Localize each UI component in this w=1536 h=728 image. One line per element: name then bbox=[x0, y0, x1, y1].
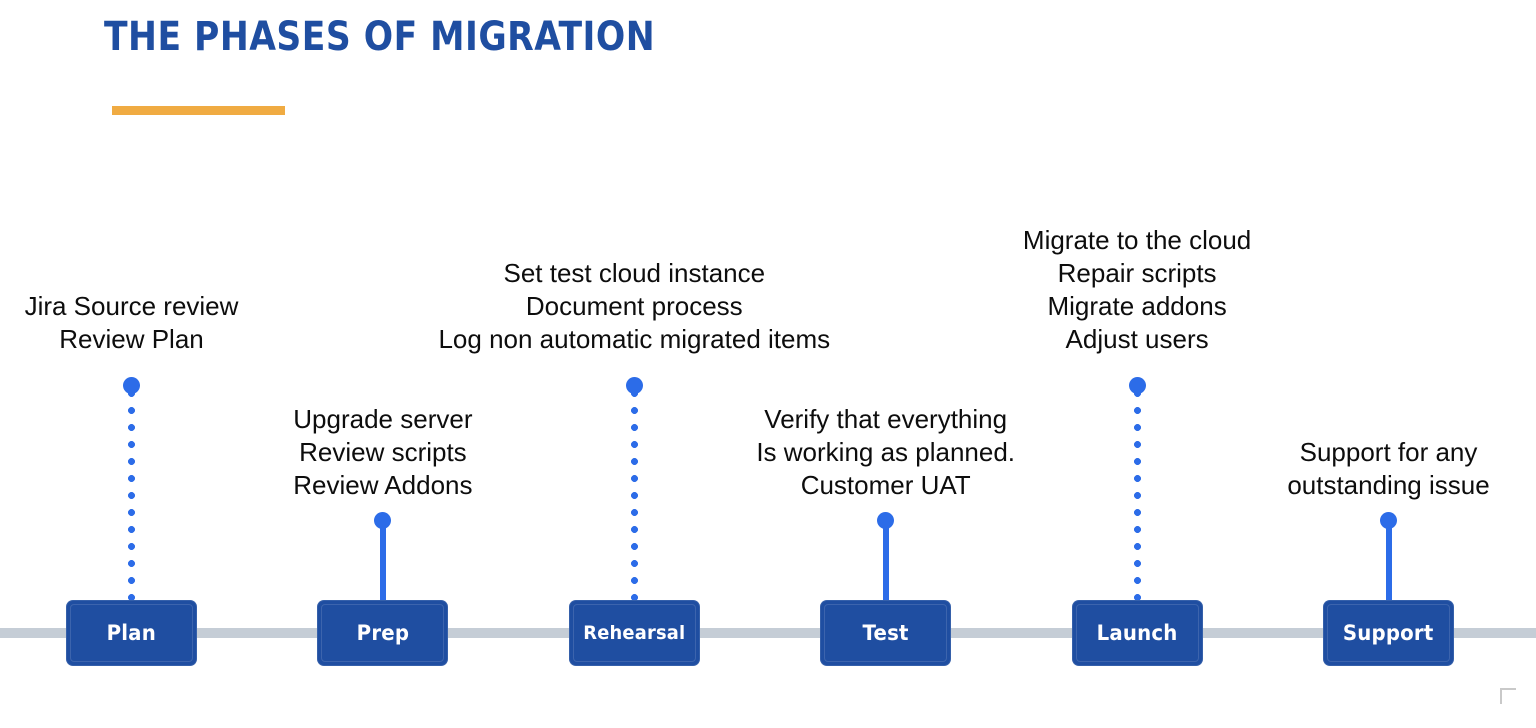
phase-marker-dot-icon bbox=[1380, 512, 1397, 529]
phase-description-rehearsal: Set test cloud instance Document process… bbox=[438, 258, 831, 354]
phase-description-plan: Jira Source review Review Plan bbox=[24, 291, 239, 354]
phase-connector-solid bbox=[1385, 520, 1392, 604]
phase-connector-solid bbox=[882, 520, 889, 604]
phase-box-support[interactable]: Support bbox=[1323, 600, 1454, 666]
phase-box-label: Launch bbox=[1096, 621, 1178, 645]
corner-crop-mark bbox=[1500, 688, 1516, 704]
phase-box-label: Test bbox=[862, 621, 909, 645]
phase-marker-dot-icon bbox=[1128, 377, 1146, 394]
phase-box-label: Prep bbox=[356, 621, 410, 645]
phase-marker-dot-icon bbox=[123, 377, 140, 394]
phase-connector-solid bbox=[379, 520, 386, 604]
timeline-baseline bbox=[0, 628, 1536, 638]
phase-box-label: Support bbox=[1343, 621, 1434, 645]
phase-box-test[interactable]: Test bbox=[820, 600, 952, 666]
phase-description-launch: Migrate to the cloud Repair scripts Migr… bbox=[1022, 225, 1252, 354]
phase-connector-dotted bbox=[128, 385, 135, 600]
phase-box-label: Rehearsal bbox=[583, 622, 686, 644]
phase-connector-dotted bbox=[630, 385, 638, 600]
title-underline-rule bbox=[112, 106, 285, 115]
phase-marker-dot-icon bbox=[374, 512, 392, 529]
phase-box-prep[interactable]: Prep bbox=[317, 600, 449, 666]
phase-box-launch[interactable]: Launch bbox=[1071, 600, 1203, 666]
phase-description-test: Verify that everything Is working as pla… bbox=[756, 404, 1016, 500]
phase-marker-dot-icon bbox=[625, 377, 643, 394]
phase-description-support: Support for any outstanding issue bbox=[1287, 437, 1490, 500]
phase-box-label: Plan bbox=[106, 621, 157, 645]
phase-description-prep: Upgrade server Review scripts Review Add… bbox=[293, 404, 473, 500]
page-title: The Phases of Migration bbox=[104, 14, 656, 60]
phase-marker-dot-icon bbox=[877, 512, 895, 529]
phase-connector-dotted bbox=[1133, 385, 1141, 600]
phase-box-rehearsal[interactable]: Rehearsal bbox=[568, 600, 700, 666]
phase-box-plan[interactable]: Plan bbox=[66, 600, 197, 666]
